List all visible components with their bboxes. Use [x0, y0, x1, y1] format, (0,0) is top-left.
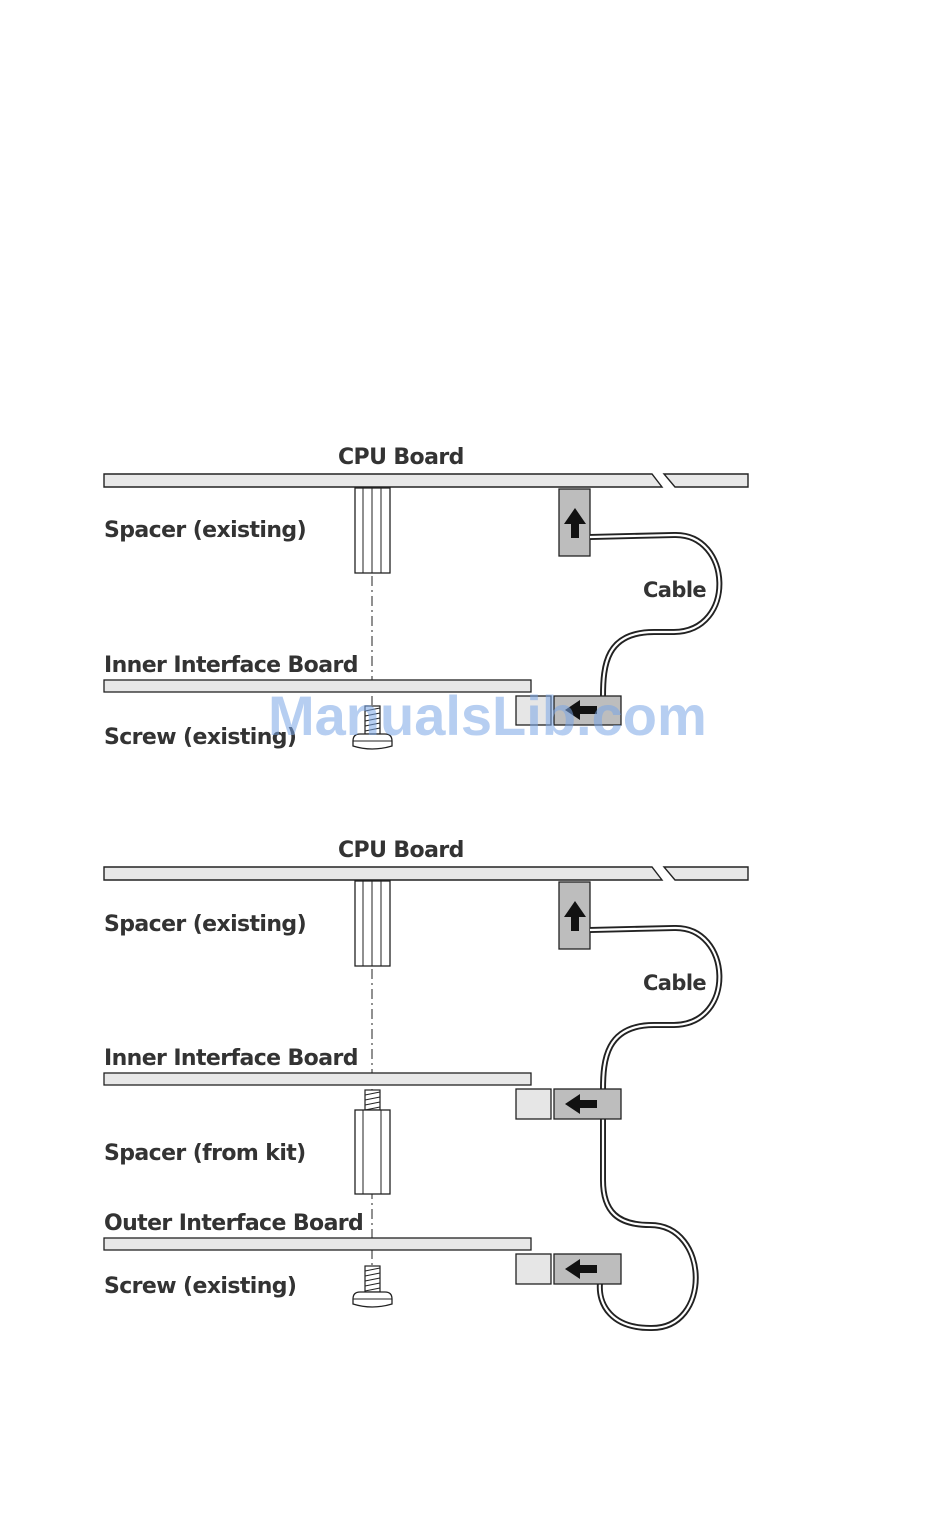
cable-label: Cable [643, 971, 706, 995]
cpu-board [104, 867, 662, 880]
screw-existing-label: Screw (existing) [104, 1274, 296, 1299]
inner-interface-board-label: Inner Interface Board [104, 653, 358, 678]
inner-interface-board [104, 1073, 531, 1085]
spacer-existing-label: Spacer (existing) [104, 912, 306, 937]
spacer-existing [355, 881, 390, 966]
diagram-bottom: CPU Board Spacer (existing) Cable Inner … [104, 838, 748, 1328]
cpu-board-segment [664, 474, 748, 487]
cpu-connector [559, 882, 590, 949]
cable-label: Cable [643, 578, 706, 602]
cpu-board-label: CPU Board [338, 445, 464, 470]
screw-existing [353, 1266, 392, 1307]
cpu-board-label: CPU Board [338, 838, 464, 863]
spacer-from-kit [355, 1090, 390, 1194]
cable [590, 535, 719, 697]
inner-board-connector [516, 1089, 621, 1119]
spacer-existing-label: Spacer (existing) [104, 518, 306, 543]
outer-board-connector [516, 1254, 621, 1284]
spacer-from-kit-label: Spacer (from kit) [104, 1141, 306, 1166]
cpu-board [104, 474, 662, 487]
cpu-board-segment [664, 867, 748, 880]
inner-interface-board-label: Inner Interface Board [104, 1046, 358, 1071]
cpu-connector [559, 489, 590, 556]
outer-interface-board-label: Outer Interface Board [104, 1211, 363, 1236]
watermark: ManualsLib.com [268, 684, 707, 747]
spacer-existing [355, 488, 390, 573]
outer-interface-board [104, 1238, 531, 1250]
